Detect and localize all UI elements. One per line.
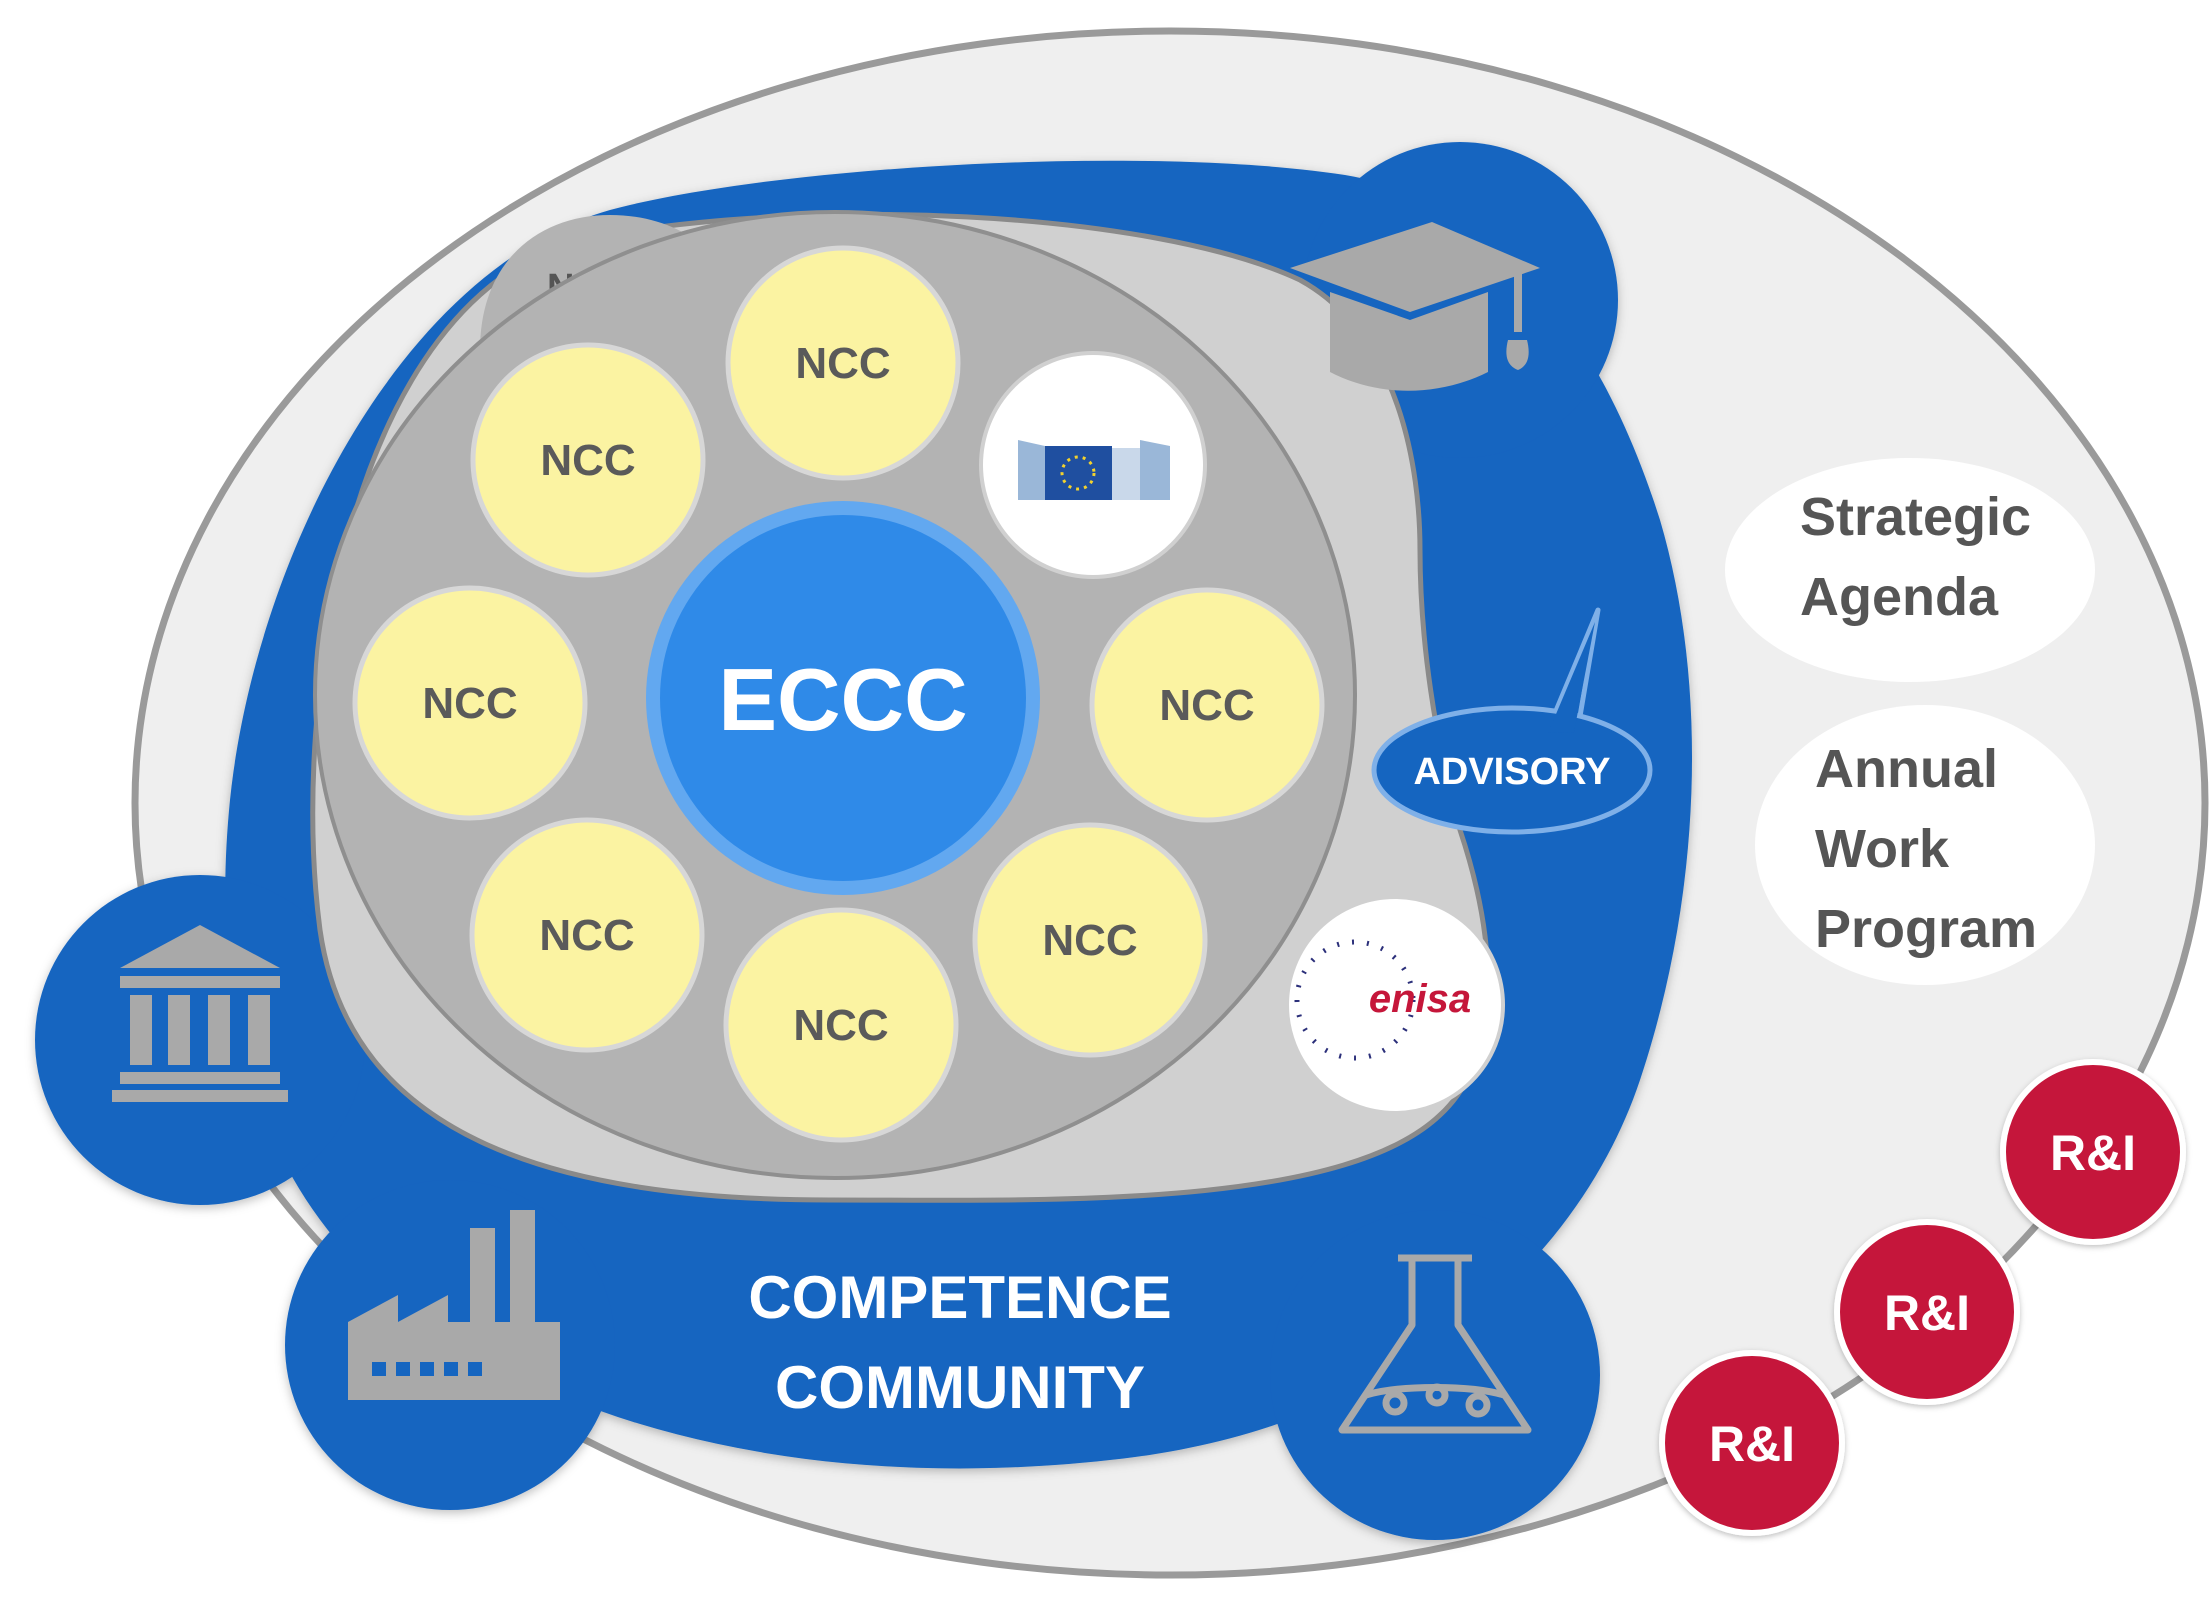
competence-label: COMPETENCE [748, 1264, 1171, 1331]
enisa-logo-icon: enisa [1285, 895, 1505, 1115]
ncc-circle: NCC [972, 822, 1208, 1058]
svg-text:NCC: NCC [1159, 681, 1254, 730]
ncc-circle: NCC [470, 342, 706, 578]
svg-text:NCC: NCC [540, 436, 635, 485]
svg-text:Annual: Annual [1815, 739, 1998, 799]
svg-text:NCC: NCC [1042, 916, 1137, 965]
svg-text:R&I: R&I [1709, 1416, 1795, 1472]
ri-circle: R&I [1834, 1219, 2020, 1405]
strategic-agenda-bubble: Strategic Agenda [1725, 458, 2095, 682]
annual-work-program-bubble: Annual Work Program [1755, 705, 2095, 985]
ncc-circle: NCC [723, 907, 959, 1143]
svg-text:R&I: R&I [1884, 1285, 1970, 1341]
svg-text:Program: Program [1815, 899, 2037, 959]
svg-text:Work: Work [1815, 819, 1950, 879]
svg-text:NCC: NCC [793, 1001, 888, 1050]
advisory-label: ADVISORY [1413, 751, 1610, 793]
eccc-label: ECCC [718, 650, 967, 749]
svg-text:Strategic: Strategic [1800, 487, 2031, 547]
factory-icon [348, 1210, 560, 1400]
svg-text:Agenda: Agenda [1800, 567, 1999, 627]
svg-text:NCC: NCC [422, 679, 517, 728]
community-label: COMMUNITY [775, 1354, 1145, 1421]
institution-building-icon [112, 925, 288, 1102]
svg-text:NCC: NCC [795, 339, 890, 388]
svg-text:R&I: R&I [2050, 1125, 2136, 1181]
ri-circle: R&I [1659, 1350, 1845, 1536]
advisory-bubble: ADVISORY [1371, 607, 1653, 835]
enisa-label: enisa [1369, 977, 1471, 1021]
graduation-cap-icon [1290, 222, 1540, 391]
ncc-circle: NCC [352, 585, 588, 821]
eu-commission-building-icon [979, 351, 1207, 579]
ncc-circle: NCC [725, 245, 961, 481]
ncc-circle: NCC [1089, 587, 1325, 823]
ncc-circle: NCC [469, 817, 705, 1053]
eccc-center: ECCC [646, 501, 1040, 895]
ri-circle: R&I [2000, 1059, 2186, 1245]
lab-flask-icon [1338, 1254, 1532, 1434]
svg-text:NCC: NCC [539, 911, 634, 960]
